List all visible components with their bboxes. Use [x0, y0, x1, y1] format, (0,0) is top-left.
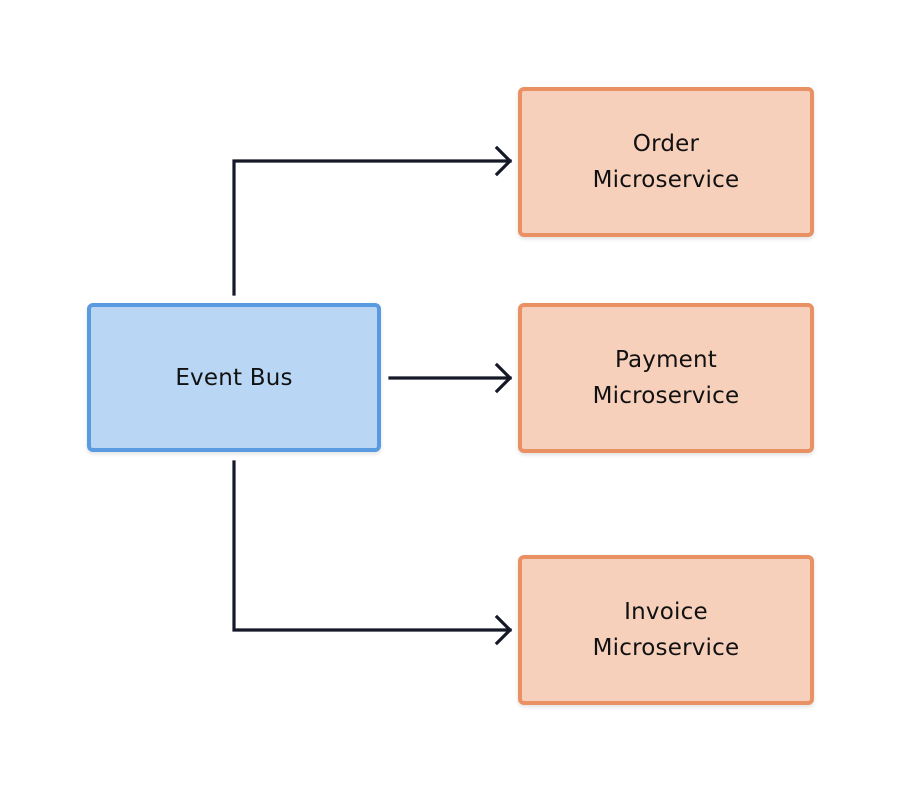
order-microservice-label-line1: Order [632, 131, 700, 157]
payment-microservice-label-line2: Microservice [592, 383, 740, 409]
order-microservice-node: Order Microservice [518, 87, 814, 237]
payment-microservice-node: Payment Microservice [518, 303, 814, 453]
arrowhead-order [494, 145, 513, 177]
connector-to-order [232, 159, 512, 296]
payment-microservice-label-line1: Payment [614, 347, 718, 373]
invoice-microservice-label-line2: Microservice [592, 635, 740, 661]
invoice-microservice-label-line1: Invoice [624, 599, 708, 625]
arrowhead-invoice [494, 614, 513, 646]
event-bus-label: Event Bus [175, 364, 293, 391]
order-microservice-label-line2: Microservice [592, 167, 740, 193]
invoice-microservice-node: Invoice Microservice [518, 555, 814, 705]
event-bus-node: Event Bus [87, 303, 381, 452]
arrowhead-payment [494, 362, 513, 394]
connector-to-invoice [232, 460, 512, 632]
